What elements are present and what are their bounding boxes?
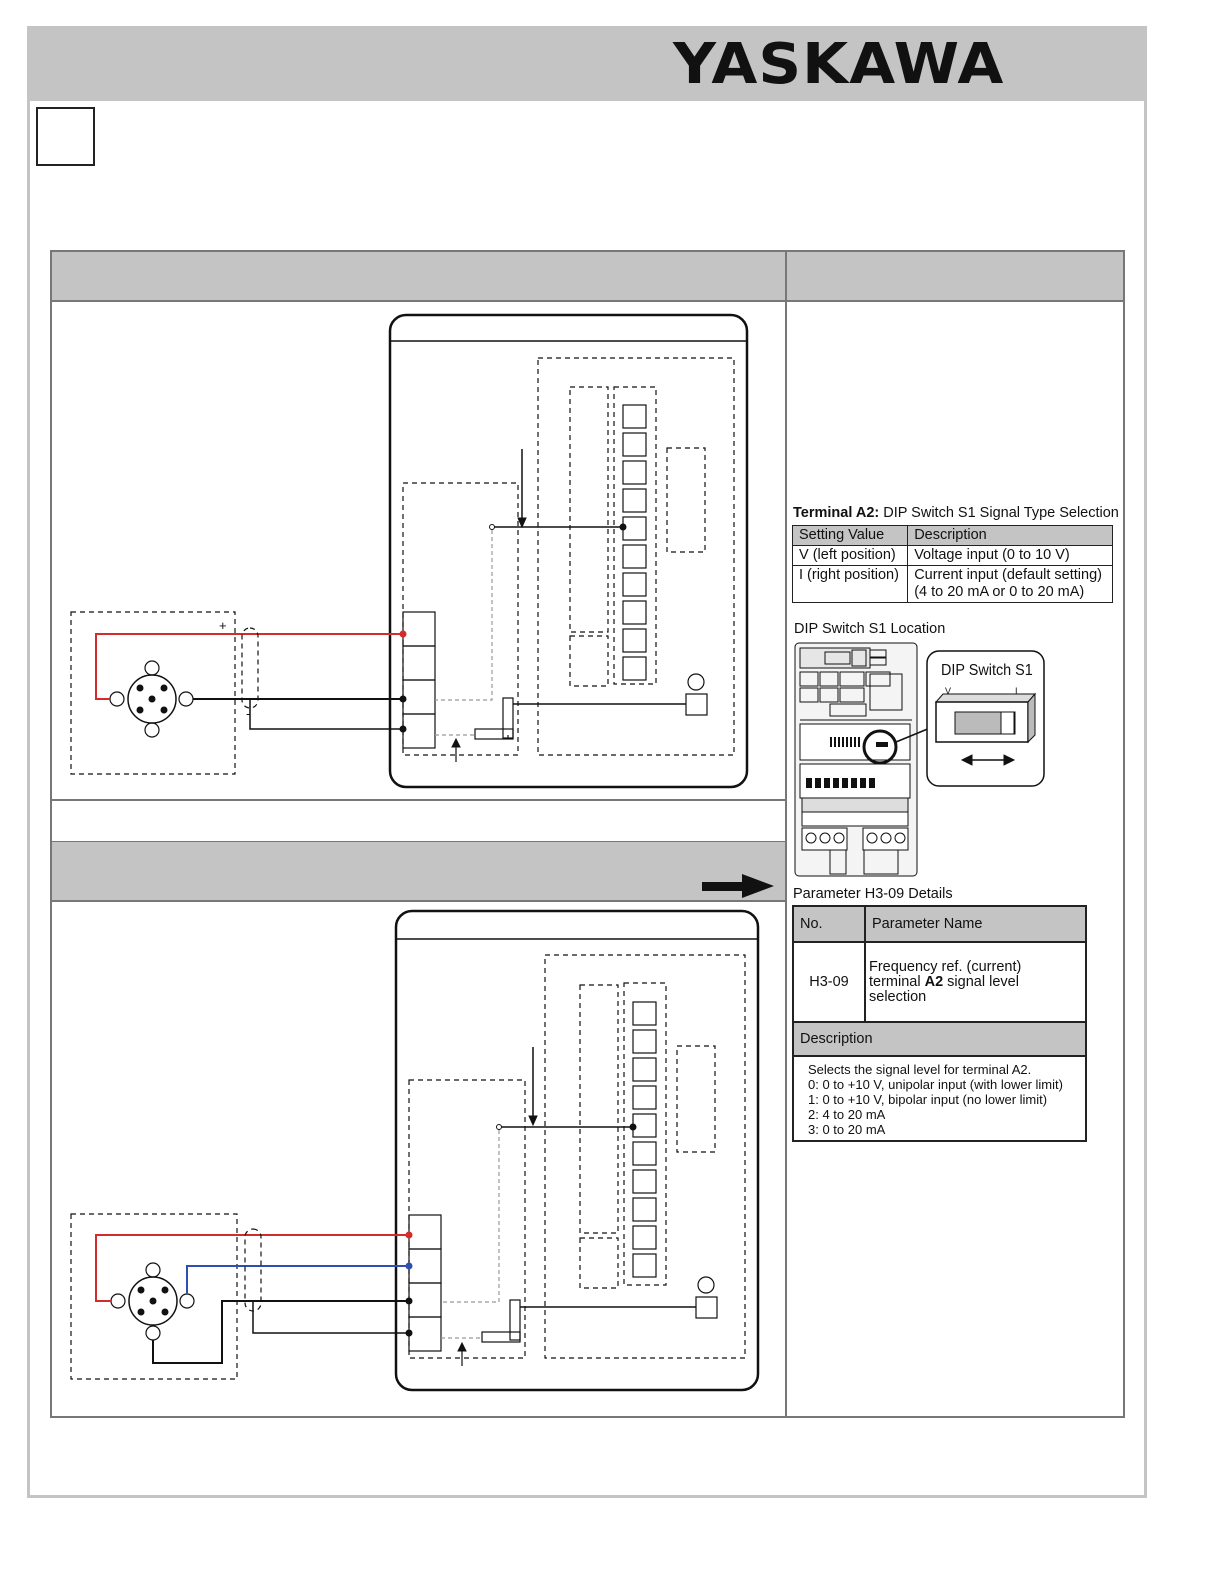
drive-outline bbox=[394, 909, 760, 1392]
column-divider bbox=[785, 252, 787, 1416]
h3-09-title: Parameter H3-09 Details bbox=[793, 886, 953, 902]
setting-description: Voltage input (0 to 10 V) bbox=[907, 545, 1113, 566]
dip-switch-table: Setting Value Description V (left positi… bbox=[791, 525, 1113, 603]
dip-location-title: DIP Switch S1 Location bbox=[794, 621, 946, 637]
description-line: 0: 0 to +10 V, unipolar input (with lowe… bbox=[808, 1077, 1063, 1092]
brand-logo: YASKAWA bbox=[673, 32, 1005, 97]
dip-v-label: V bbox=[945, 686, 952, 696]
setting-value: V (left position) bbox=[791, 545, 909, 566]
parameter-number: H3-09 bbox=[792, 941, 866, 1023]
header-band bbox=[30, 29, 1144, 101]
column-header: No. bbox=[792, 905, 866, 943]
column-header: Parameter Name bbox=[864, 905, 1087, 943]
wiring-diagram-2 bbox=[70, 909, 760, 1392]
column-header: Setting Value bbox=[791, 525, 909, 546]
table-header-left bbox=[52, 252, 785, 300]
row-divider bbox=[52, 900, 785, 902]
setting-description: Current input (default setting)(4 to 20 … bbox=[907, 565, 1113, 603]
control-board-outline bbox=[537, 357, 735, 756]
h3-09-table: No. Parameter Name H3-09 Frequency ref. … bbox=[792, 905, 1087, 1142]
drive-board-illustration bbox=[794, 642, 1045, 877]
description-line: 2: 4 to 20 mA bbox=[808, 1107, 886, 1122]
main-table bbox=[50, 250, 1125, 1418]
section-header-band bbox=[52, 842, 785, 900]
description-header: Description bbox=[792, 1021, 1087, 1057]
parameter-name: Frequency ref. (current)terminal A2 sign… bbox=[864, 941, 1087, 1023]
step-number-box bbox=[36, 107, 95, 166]
row-divider bbox=[52, 799, 785, 801]
description-line: 3: 0 to 20 mA bbox=[808, 1122, 886, 1137]
negative-label: - bbox=[246, 706, 251, 721]
wiring-diagram-1 bbox=[70, 313, 749, 789]
table-header-right bbox=[787, 252, 1123, 300]
dip-callout-title: DIP Switch S1 bbox=[941, 662, 1033, 679]
sensor-outline bbox=[70, 611, 236, 775]
dip-i-label: I bbox=[1015, 686, 1018, 696]
drive-outline bbox=[388, 313, 749, 789]
terminal-block bbox=[622, 404, 647, 681]
description-line: Selects the signal level for terminal A2… bbox=[808, 1062, 1032, 1077]
dip-switch-table-title: Terminal A2: DIP Switch S1 Signal Type S… bbox=[793, 505, 1119, 521]
description-body: Selects the signal level for terminal A2… bbox=[792, 1055, 1087, 1142]
column-header: Description bbox=[907, 525, 1113, 546]
arrow-right-icon bbox=[702, 874, 774, 898]
description-line: 1: 0 to +10 V, bipolar input (no lower l… bbox=[808, 1092, 1048, 1107]
setting-value: I (right position) bbox=[791, 565, 909, 603]
page-frame bbox=[27, 26, 1147, 1498]
positive-label: + bbox=[219, 618, 227, 633]
header-divider bbox=[52, 300, 1123, 302]
